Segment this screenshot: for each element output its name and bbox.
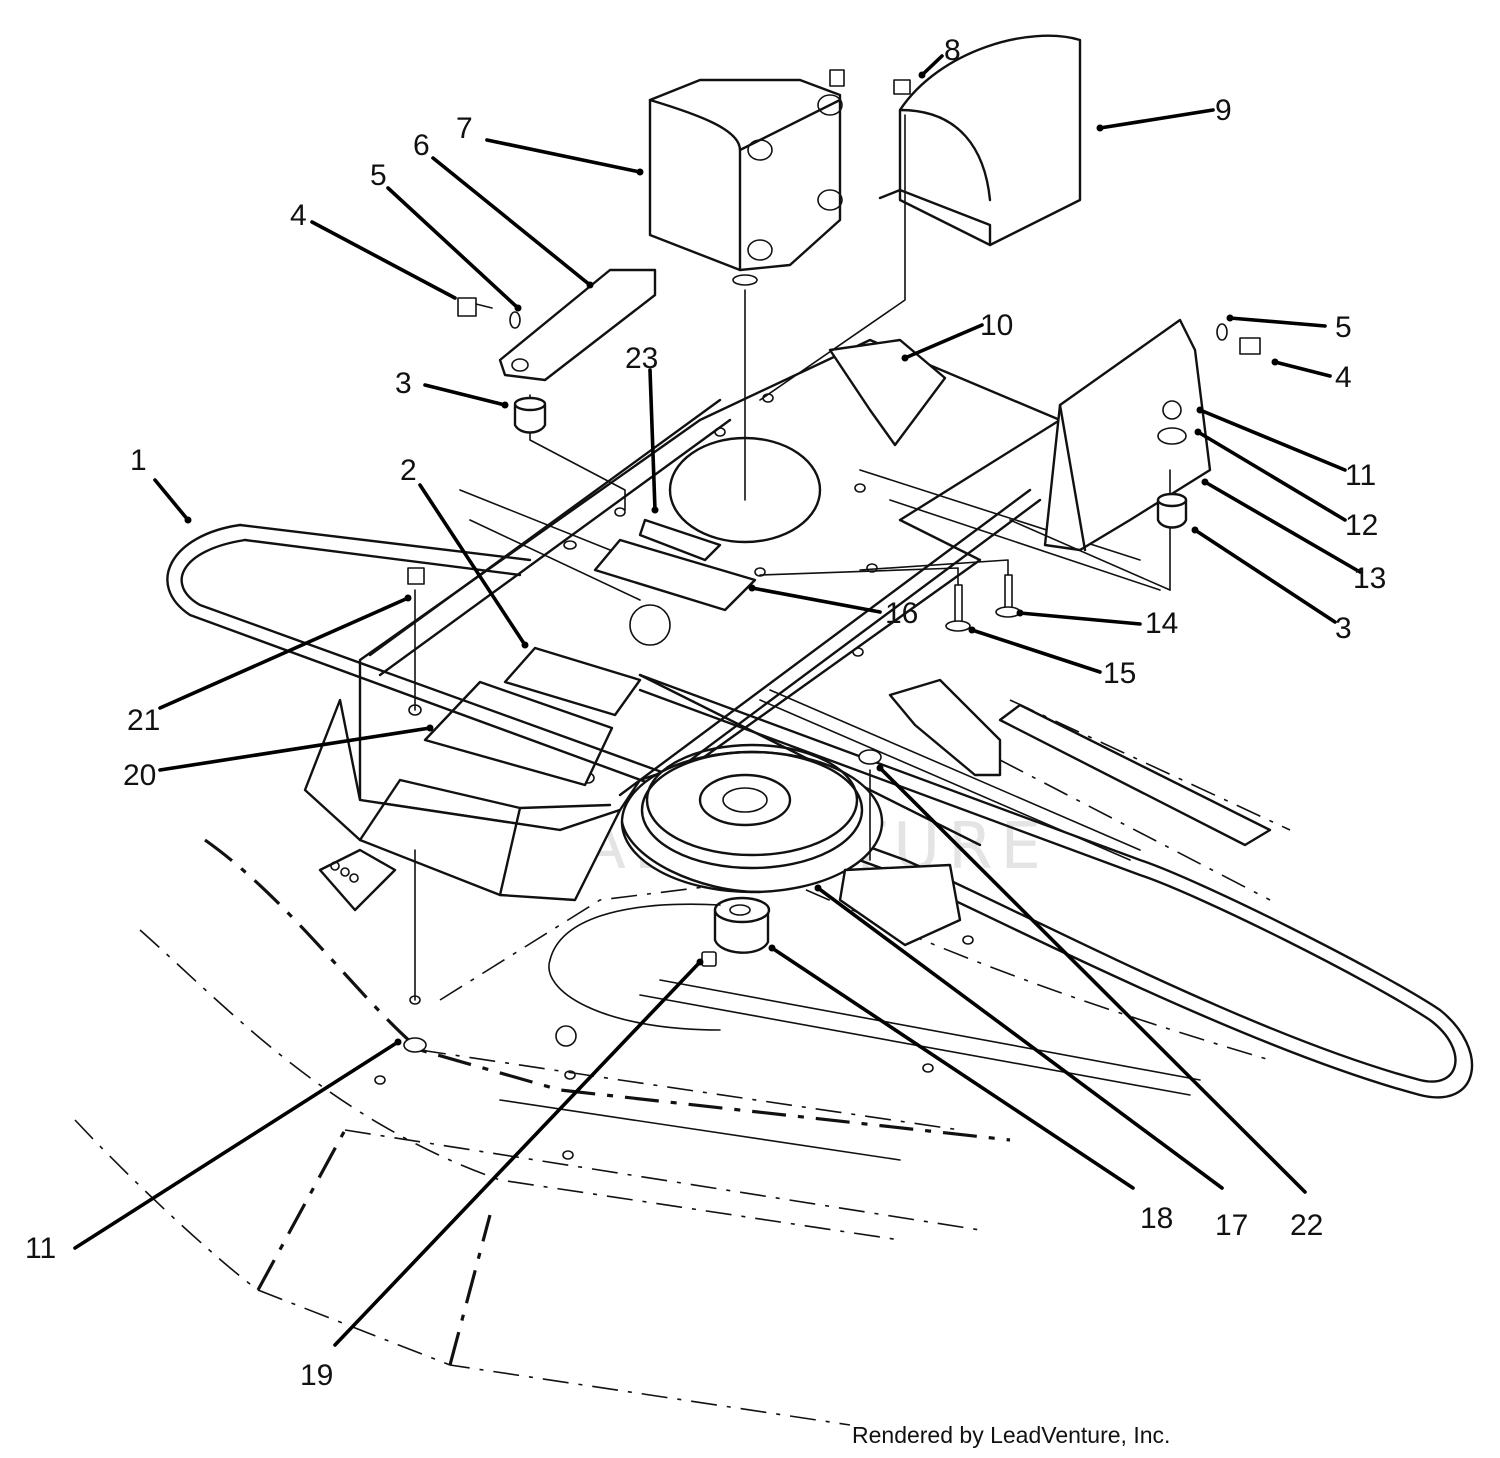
shield-plate-10	[828, 338, 947, 447]
nut-11-right	[1162, 400, 1182, 420]
pulley	[620, 743, 884, 894]
credit-text: Rendered by LeadVenture, Inc.	[852, 1422, 1170, 1448]
nut-11-lower	[403, 1037, 427, 1053]
callout-1: 1	[130, 444, 147, 477]
decal-20	[423, 680, 614, 787]
washer-5-right	[1216, 323, 1228, 341]
nut-22	[858, 749, 882, 765]
bolt-14	[1004, 574, 1013, 611]
bolt-4-left	[457, 297, 477, 317]
callout-7: 7	[456, 112, 473, 145]
drive-belt	[166, 523, 1474, 1099]
callout-14: 14	[1145, 607, 1178, 640]
callout-2: 2	[400, 454, 417, 487]
callout-12: 12	[1345, 509, 1378, 542]
bolt-21	[407, 567, 425, 585]
screw-8	[893, 79, 911, 95]
mower-deck-lower	[74, 699, 1291, 1426]
callout-labels: 1 2 3 3 4 4 5 5 6 7 8 9 10 11 11 12 13 1…	[25, 34, 1386, 1392]
bolt-15	[954, 584, 963, 626]
cover-9	[759, 34, 1082, 401]
callout-15: 15	[1103, 657, 1136, 690]
callout-11-right: 11	[1345, 459, 1376, 492]
callout-3-left: 3	[395, 367, 412, 400]
callout-5-right: 5	[1335, 311, 1352, 344]
bolt-4-right	[1239, 337, 1261, 355]
callout-9: 9	[1215, 94, 1232, 127]
decal-2	[503, 646, 642, 717]
leader-lines	[73, 54, 1362, 1347]
callout-23: 23	[625, 342, 658, 375]
decal-16	[593, 538, 757, 612]
callout-16: 16	[885, 597, 918, 630]
decal-23	[638, 518, 722, 562]
washer-12	[1157, 427, 1187, 445]
callout-22: 22	[1290, 1209, 1323, 1242]
idler-bracket	[318, 678, 1272, 947]
leader-dots	[184, 71, 1279, 1046]
callout-10: 10	[980, 309, 1013, 342]
callout-4-right: 4	[1335, 361, 1352, 394]
hub-and-key	[701, 896, 771, 967]
callout-17: 17	[1215, 1209, 1248, 1242]
callout-19: 19	[300, 1359, 333, 1392]
hardware	[374, 79, 1261, 1160]
callout-5-left: 5	[370, 159, 387, 192]
callout-20: 20	[123, 759, 156, 792]
bushing-3-right	[1156, 498, 1188, 529]
callout-21: 21	[127, 704, 160, 737]
decals	[423, 338, 947, 787]
callout-13: 13	[1353, 562, 1386, 595]
callout-4-left: 4	[290, 199, 307, 232]
callout-11-lower: 11	[25, 1232, 56, 1265]
gearbox-7	[648, 69, 845, 501]
bushing-3-left	[513, 403, 547, 434]
washer-5-left	[509, 311, 521, 329]
callout-8: 8	[944, 34, 961, 67]
callout-6: 6	[413, 129, 430, 162]
callout-3-right: 3	[1335, 612, 1352, 645]
callout-18: 18	[1140, 1202, 1173, 1235]
